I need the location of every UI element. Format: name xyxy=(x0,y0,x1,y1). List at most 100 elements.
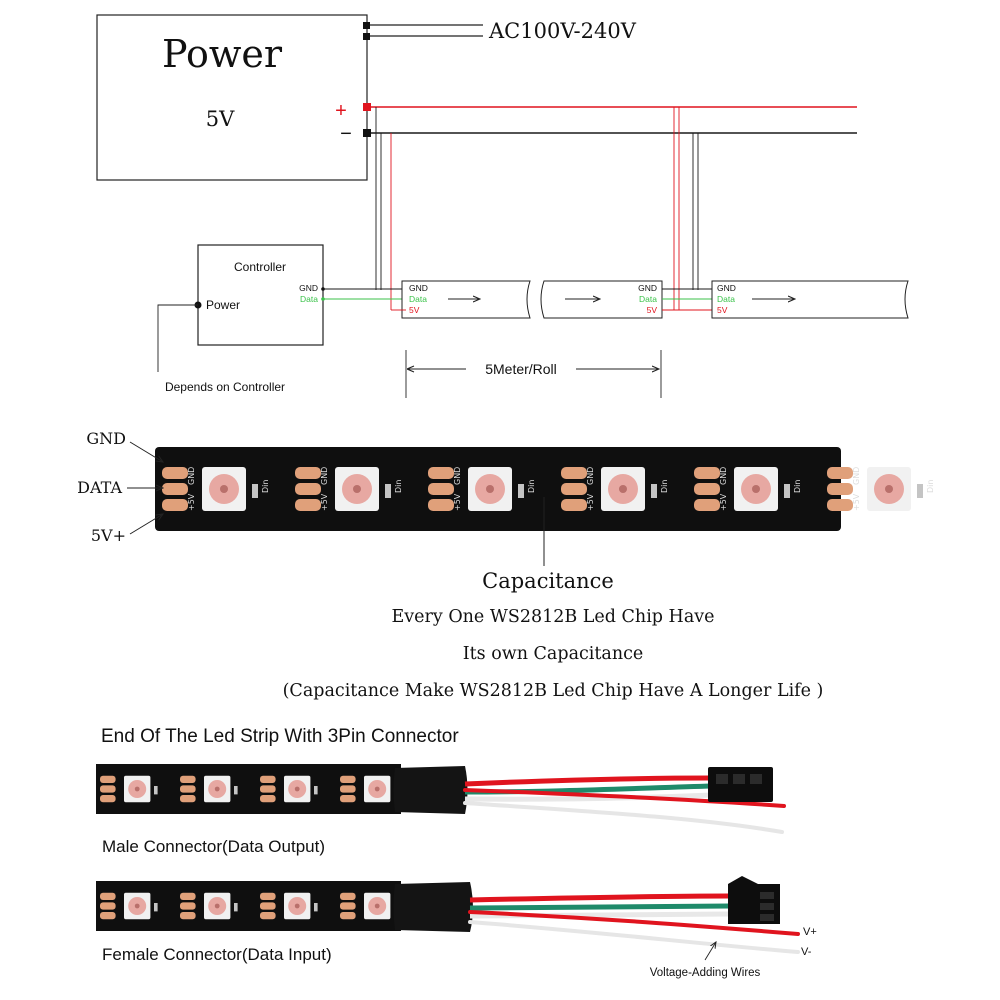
led-die xyxy=(374,786,380,792)
led-chip-unit xyxy=(260,775,318,803)
strip-gnd-label: GND xyxy=(409,283,428,293)
strip-outline xyxy=(711,280,909,319)
solder-pad xyxy=(340,892,356,900)
solder-pad xyxy=(260,785,276,793)
data-pin-label: DATA xyxy=(77,478,122,497)
red-extra-wire xyxy=(463,788,786,808)
led-die xyxy=(486,485,494,493)
depends-on-controller: Depends on Controller xyxy=(165,380,285,394)
capacitance-title: Capacitance xyxy=(482,569,614,593)
red-extra-wire xyxy=(468,910,800,936)
solder-pad xyxy=(694,467,720,479)
solder-pad xyxy=(260,892,276,900)
teal-wire xyxy=(469,903,731,911)
led-die xyxy=(752,485,760,493)
led-chip-unit xyxy=(100,892,158,920)
capacitor xyxy=(917,484,923,498)
ac-input-label: AC100V-240V xyxy=(488,19,637,43)
strip-segment-2: GND Data 5V xyxy=(540,280,712,319)
led-chip-unit xyxy=(340,892,398,920)
silkscreen-5v: +5V xyxy=(453,493,462,511)
silkscreen-gnd: GND xyxy=(719,467,728,485)
solder-pad xyxy=(694,499,720,511)
strip-segment-3: GND Data 5V xyxy=(711,280,909,319)
silkscreen-din: Din xyxy=(261,480,270,493)
led-chip-unit: GND +5V Din xyxy=(162,467,270,511)
capacitor xyxy=(651,484,657,498)
capacitance-line-2: Its own Capacitance xyxy=(463,644,644,664)
solder-pad xyxy=(295,483,321,495)
minus-sign: − xyxy=(340,123,352,145)
led-die xyxy=(294,903,300,909)
controller-data-label: Data xyxy=(300,294,318,304)
silkscreen-din: Din xyxy=(527,480,536,493)
led-chip-unit: GND +5V Din xyxy=(428,467,536,511)
solder-pad xyxy=(100,902,116,910)
silkscreen-gnd: GND xyxy=(453,467,462,485)
led-chip-unit xyxy=(340,775,398,803)
strip-outline xyxy=(540,280,663,319)
capacitance-callout: Capacitance Every One WS2812B Led Chip H… xyxy=(283,497,823,701)
gnd-pin-label: GND xyxy=(86,429,126,448)
solder-pad xyxy=(295,499,321,511)
solder-pad xyxy=(428,499,454,511)
solder-pad xyxy=(100,912,116,920)
capacitance-line-1: Every One WS2812B Led Chip Have xyxy=(391,607,714,627)
led-die xyxy=(294,786,300,792)
connector-plug-icon xyxy=(708,767,773,802)
strip-5v-label: 5V xyxy=(409,305,420,315)
power-rails xyxy=(363,103,857,310)
solder-pad xyxy=(162,499,188,511)
solder-pad xyxy=(340,902,356,910)
led-die xyxy=(619,485,627,493)
controller: Controller Power GND Data Depends on Con… xyxy=(157,244,406,394)
power-box xyxy=(96,14,368,181)
solder-pad xyxy=(827,467,853,479)
female-connector-strip: V+ V- Voltage-Adding Wires Female Connec… xyxy=(96,876,817,979)
silkscreen-din: Din xyxy=(926,480,935,493)
led-chip-unit xyxy=(180,892,238,920)
red-wire xyxy=(464,775,713,787)
pcb-units: GND+5VDinGND+5VDinGND+5VDinGND+5VDinGND+… xyxy=(162,467,935,511)
led-die xyxy=(353,485,361,493)
solder-pad xyxy=(162,467,188,479)
solder-pad xyxy=(561,483,587,495)
silkscreen-5v: +5V xyxy=(586,493,595,511)
led-die xyxy=(885,485,893,493)
led-chip-unit xyxy=(180,775,238,803)
female-connector-label: Female Connector(Data Input) xyxy=(102,945,332,964)
silkscreen-gnd: GND xyxy=(586,467,595,485)
controller-title: Controller xyxy=(234,260,286,274)
solder-pad xyxy=(180,775,196,783)
solder-pad xyxy=(694,483,720,495)
solder-pad xyxy=(100,785,116,793)
silkscreen-5v: +5V xyxy=(187,493,196,511)
plus-sign: + xyxy=(335,100,347,122)
capacitor xyxy=(234,903,238,912)
solder-pad xyxy=(340,775,356,783)
ac-terminal-1 xyxy=(363,22,370,29)
white-wire xyxy=(469,911,731,919)
solder-pad xyxy=(180,892,196,900)
minus-terminal xyxy=(363,129,371,137)
power-voltage: 5V xyxy=(206,107,235,131)
capacitor xyxy=(518,484,524,498)
led-die xyxy=(214,903,220,909)
led-chip-unit xyxy=(260,892,318,920)
strip-5v-label: 5V xyxy=(717,305,728,315)
connector-plug-icon xyxy=(728,876,780,924)
pin-labels: GND DATA 5V+ xyxy=(77,429,163,545)
plus-terminal xyxy=(363,103,371,111)
silkscreen-gnd: GND xyxy=(187,467,196,485)
white-wire xyxy=(464,792,713,802)
silkscreen-5v: +5V xyxy=(320,493,329,511)
solder-pad xyxy=(561,499,587,511)
capacitor xyxy=(154,903,158,912)
solder-pad xyxy=(180,912,196,920)
strip-gnd-label: GND xyxy=(717,283,736,293)
capacitor xyxy=(154,786,158,795)
